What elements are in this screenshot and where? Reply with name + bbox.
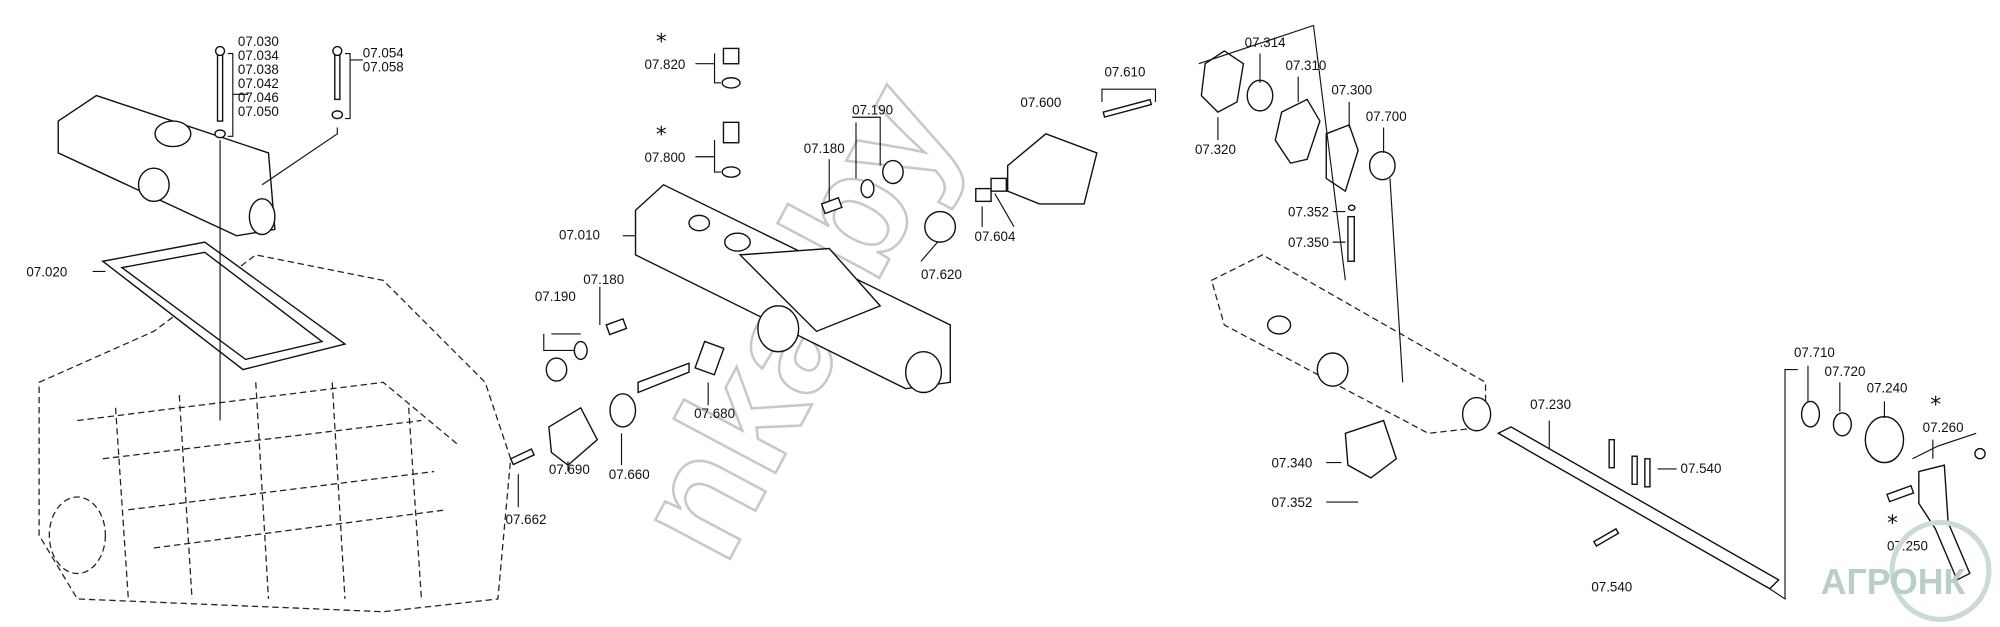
forks-and-rings <box>1198 24 1404 503</box>
part-label: 07.046 <box>238 90 279 105</box>
gasket-07-020 <box>101 241 347 371</box>
part-label: 07.300 <box>1331 82 1372 97</box>
asterisk-mark: * <box>1930 393 1941 418</box>
part-label: 07.314 <box>1245 35 1286 50</box>
part-label: 07.054 <box>363 45 404 60</box>
part-label: 07.190 <box>852 103 893 118</box>
part-label: 07.034 <box>238 48 279 63</box>
part-label: 07.260 <box>1923 420 1964 435</box>
part-label: 07.020 <box>26 265 67 280</box>
part-label: 07.352 <box>1288 205 1329 220</box>
part-label: 07.180 <box>804 141 845 156</box>
part-label: 07.620 <box>921 267 962 282</box>
part-label: 07.604 <box>975 229 1016 244</box>
selector-housing-right <box>1210 254 1492 434</box>
valve-housing-07-010 <box>622 183 951 394</box>
part-label: 07.340 <box>1271 456 1312 471</box>
part-label: 07.352 <box>1271 495 1312 510</box>
bolts-left <box>92 45 363 421</box>
part-label: 07.190 <box>535 289 576 304</box>
part-label: 07.230 <box>1530 397 1571 412</box>
part-label: 07.038 <box>238 62 279 77</box>
part-label: 07.800 <box>644 150 685 165</box>
logo-text: АГРОНК <box>1821 562 1966 602</box>
part-label: 07.700 <box>1366 109 1407 124</box>
part-label: 07.690 <box>549 462 590 477</box>
part-label: 07.720 <box>1825 364 1866 379</box>
shaft-07-230 <box>1496 368 1798 601</box>
part-label: 07.030 <box>238 34 279 49</box>
part-label: 07.610 <box>1105 64 1146 79</box>
part-label: 07.660 <box>609 467 650 482</box>
part-label: 07.010 <box>559 228 600 243</box>
part-label: 07.350 <box>1288 235 1329 250</box>
part-label: 07.042 <box>238 76 279 91</box>
agronk-logo: АГРОНК <box>1821 519 1992 622</box>
asterisk-mark: * <box>656 29 667 54</box>
part-label: 07.600 <box>1020 95 1061 110</box>
part-label: 07.820 <box>644 57 685 72</box>
part-label: 07.050 <box>238 104 279 119</box>
part-label: 07.662 <box>506 512 547 527</box>
part-label: 07.320 <box>1195 142 1236 157</box>
part-label: 07.540 <box>1591 579 1632 594</box>
part-labels: 07.030 07.034 07.038 07.042 07.046 07.05… <box>26 29 1963 594</box>
part-label: 07.058 <box>363 59 404 74</box>
part-label: 07.540 <box>1681 461 1722 476</box>
part-label: 07.180 <box>583 272 624 287</box>
part-label: 07.240 <box>1867 381 1908 396</box>
valve-07-600 <box>920 88 1157 262</box>
cover-assembly-top <box>57 94 276 237</box>
asterisk-mark: * <box>656 122 667 147</box>
plugs-07-820-07-800 <box>695 47 741 178</box>
part-label: 07.310 <box>1285 58 1326 73</box>
small-parts-middle <box>509 116 904 508</box>
part-label: 07.710 <box>1794 345 1835 360</box>
asterisk-mark: * <box>1887 511 1898 536</box>
part-label: 07.250 <box>1887 539 1928 554</box>
part-label: 07.680 <box>694 406 735 421</box>
